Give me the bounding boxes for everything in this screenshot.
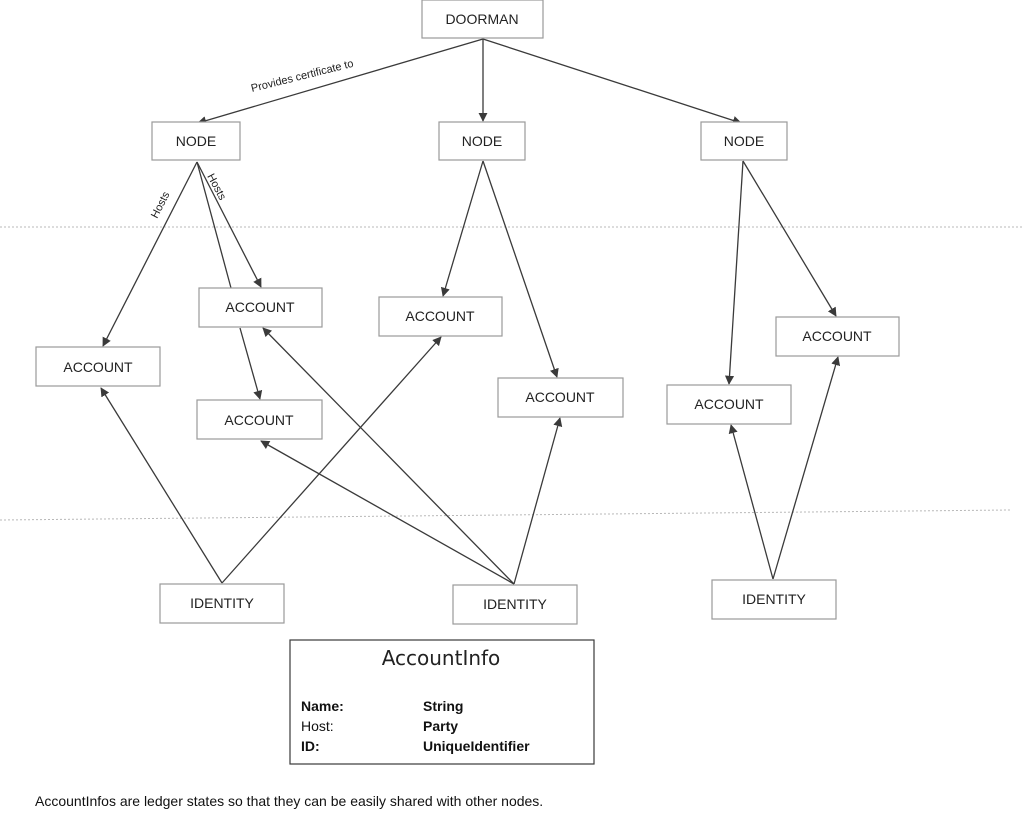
node-center-box: NODE <box>438 121 526 161</box>
edge-node-left-account-left <box>102 161 198 347</box>
account-center-upper-label: ACCOUNT <box>405 308 475 324</box>
account-mid-lower-box: ACCOUNT <box>196 399 323 440</box>
account-left-label: ACCOUNT <box>63 359 133 375</box>
edge-node-center-account-center-lower <box>482 160 559 378</box>
node-left-box: NODE <box>151 121 241 161</box>
node-right-box: NODE <box>700 121 788 161</box>
edge-node-left-account-mid-upper <box>196 161 262 288</box>
account-center-upper-box: ACCOUNT <box>378 296 503 337</box>
account-info-title: AccountInfo <box>382 646 501 670</box>
account-center-lower-box: ACCOUNT <box>497 377 624 418</box>
field-id-type: UniqueIdentifier <box>423 738 530 754</box>
edge-identity-center-account-mid-upper <box>262 327 515 585</box>
field-name-type: String <box>423 698 463 714</box>
doorman-label: DOORMAN <box>445 11 518 27</box>
node-center-label: NODE <box>462 133 502 149</box>
edge-doorman-node-right <box>482 38 742 125</box>
identity-right-box: IDENTITY <box>711 579 837 620</box>
edge-identity-right-account-right-upper <box>772 356 841 580</box>
account-right-lower-box: ACCOUNT <box>666 384 792 425</box>
account-right-upper-box: ACCOUNT <box>775 316 900 357</box>
edge-doorman-node-left <box>197 38 484 126</box>
edge-node-left-account-mid-lower <box>239 327 263 400</box>
edge-label-hosts-right: Hosts <box>204 172 228 203</box>
edge-node-left-through <box>196 161 232 289</box>
edge-identity-center-account-center-lower <box>513 417 563 585</box>
account-left-box: ACCOUNT <box>35 346 161 387</box>
account-center-lower-label: ACCOUNT <box>525 389 595 405</box>
account-mid-upper-box: ACCOUNT <box>198 287 323 328</box>
edge-identity-left-account-left <box>100 387 223 584</box>
doorman-box: DOORMAN <box>421 0 544 39</box>
edge-identity-center-account-mid-lower <box>260 440 515 585</box>
account-right-lower-label: ACCOUNT <box>694 396 764 412</box>
edge-node-right-account-right-lower <box>724 160 744 385</box>
node-left-label: NODE <box>176 133 216 149</box>
field-id-label: ID: <box>301 738 320 754</box>
identity-center-label: IDENTITY <box>483 596 547 612</box>
node-right-label: NODE <box>724 133 764 149</box>
edge-label-provides-certificate: Provides certificate to <box>250 58 355 95</box>
edge-identity-left-account-center-upper <box>221 336 442 584</box>
edge-node-right-account-right-upper <box>742 160 837 317</box>
account-mid-upper-label: ACCOUNT <box>225 299 295 315</box>
field-name-label: Name: <box>301 698 344 714</box>
separator-lower <box>0 509 1011 521</box>
edge-node-center-account-center-upper <box>440 160 484 297</box>
field-host-label: Host: <box>301 718 334 734</box>
identity-left-box: IDENTITY <box>159 583 285 624</box>
identity-left-label: IDENTITY <box>190 595 254 611</box>
account-right-upper-label: ACCOUNT <box>802 328 872 344</box>
identity-center-box: IDENTITY <box>452 584 578 625</box>
caption: AccountInfos are ledger states so that t… <box>35 793 543 809</box>
account-info-box: AccountInfo Name: String Host: Party ID:… <box>289 639 595 765</box>
identity-right-label: IDENTITY <box>742 591 806 607</box>
edge-identity-right-account-right-lower <box>728 424 774 580</box>
account-mid-lower-label: ACCOUNT <box>224 412 294 428</box>
field-host-type: Party <box>423 718 458 734</box>
